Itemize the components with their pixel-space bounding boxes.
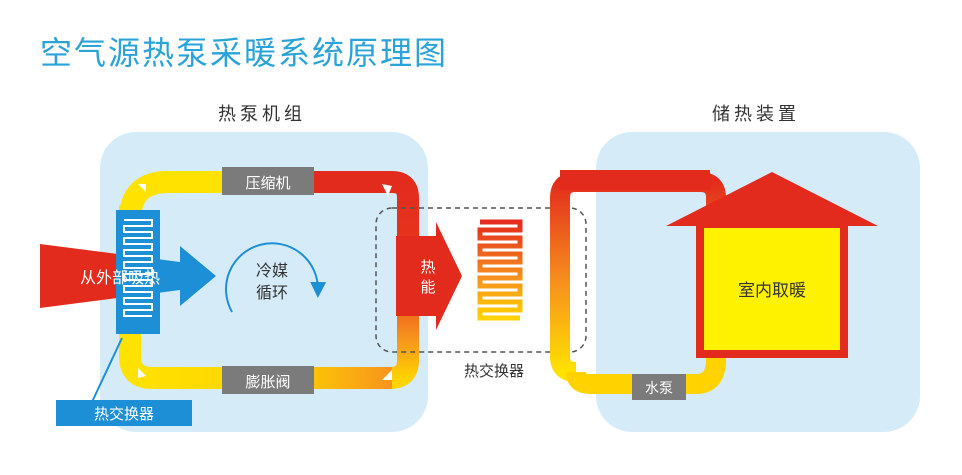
circular-arrow-icon — [225, 242, 327, 313]
compressor-label: 压缩机 — [245, 174, 290, 192]
expansion-valve-box — [222, 366, 314, 394]
serpentine-coil-icon — [477, 219, 523, 321]
page-title: 空气源热泵采暖系统原理图 — [40, 34, 449, 72]
refrigerant-cycle-label-2: 循环 — [256, 283, 288, 302]
indoor-heating-label: 室内取暖 — [738, 281, 806, 301]
chevron-arrow-icon — [138, 184, 146, 192]
left-heat-exchanger — [116, 210, 160, 334]
heat-pump-unit-panel — [100, 132, 428, 432]
absorb-heat-label: 从外部吸热 — [80, 268, 160, 287]
water-pump-label: 水泵 — [645, 381, 673, 397]
water-pump-box — [632, 374, 686, 400]
chevron-arrow-icon — [138, 368, 146, 378]
left-heat-exchanger-tag — [56, 400, 192, 426]
chevron-arrow-icon — [382, 370, 392, 380]
chevron-arrow-icon — [382, 184, 392, 196]
heat-energy-label-1: 热 — [420, 258, 435, 276]
middle-heat-exchanger-label: 热交换器 — [464, 362, 524, 380]
house-icon — [666, 172, 878, 358]
section-title-heat-pump-unit: 热泵机组 — [218, 104, 306, 125]
expansion-valve-label: 膨胀阀 — [245, 373, 290, 391]
callout-line — [91, 337, 123, 403]
refrigerant-cycle-label-1: 冷媒 — [256, 261, 288, 280]
heat-energy-label-2: 能 — [420, 278, 435, 296]
compressor-box — [222, 167, 314, 195]
heat-exchange-region — [375, 207, 587, 353]
water-loop — [550, 170, 726, 394]
serpentine-coil-icon — [123, 219, 153, 317]
middle-heat-exchanger-coil — [477, 219, 523, 321]
heat-energy-arrow — [396, 222, 462, 330]
section-title-heat-storage: 储热装置 — [712, 104, 800, 125]
left-heat-exchanger-label: 热交换器 — [94, 405, 154, 423]
